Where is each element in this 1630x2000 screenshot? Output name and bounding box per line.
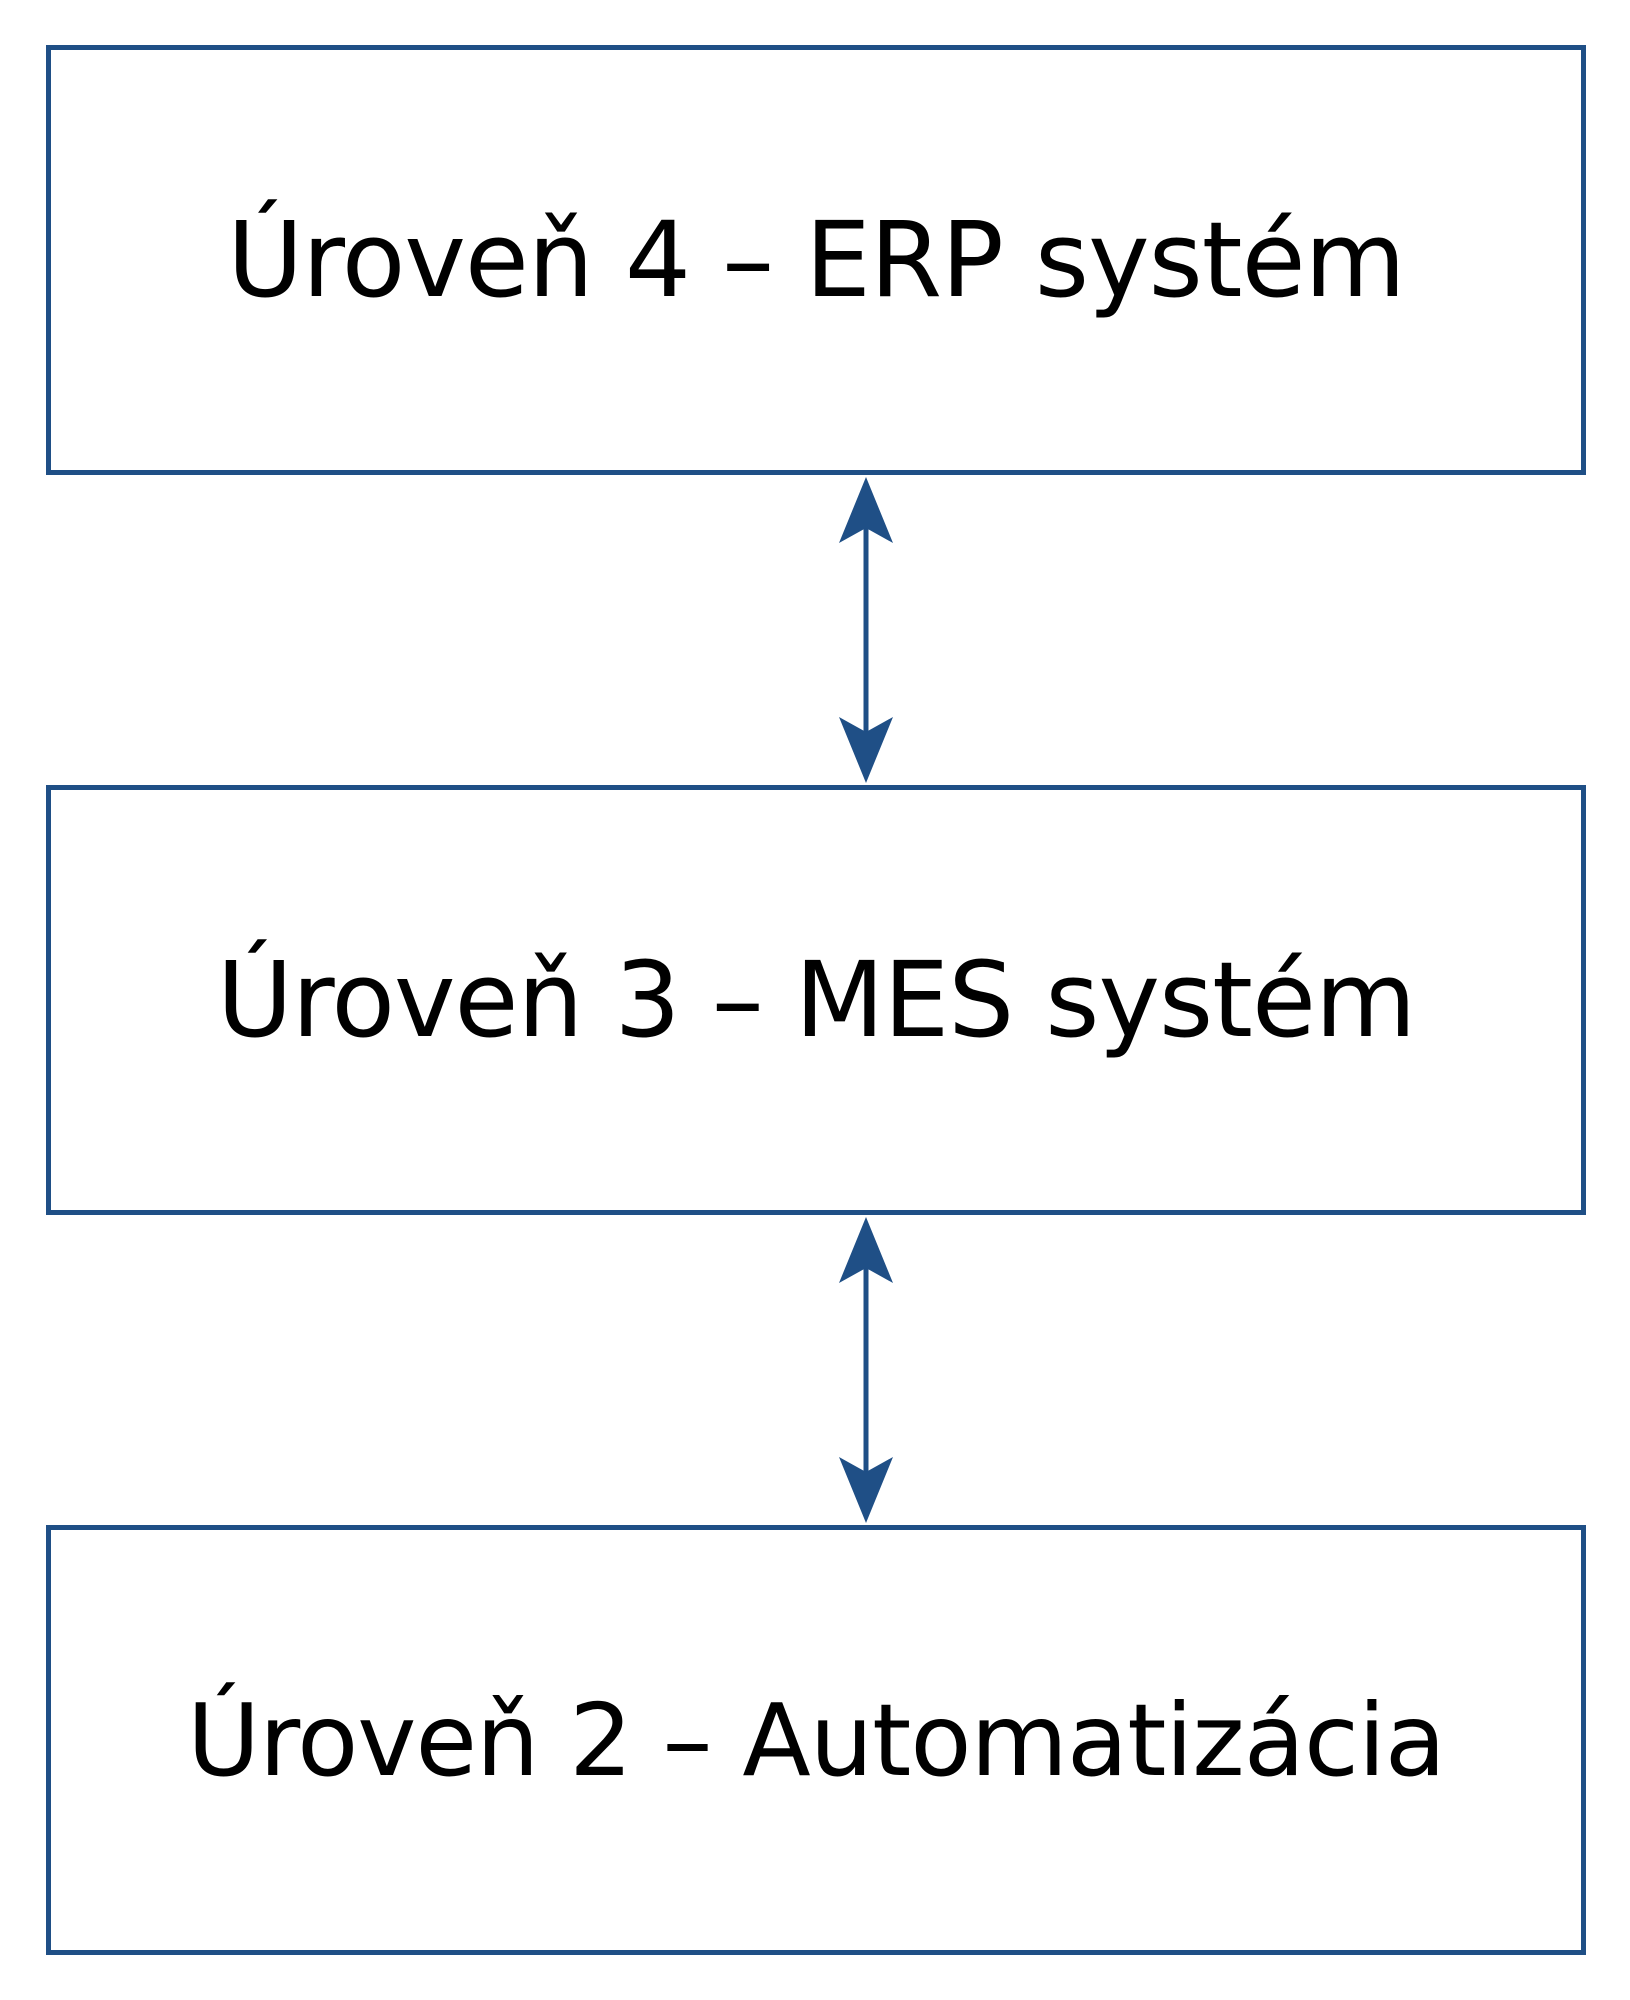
level-3-box: Úroveň 3 – MES systém [46,785,1586,1215]
level-4-box: Úroveň 4 – ERP systém [46,45,1586,475]
level-4-label: Úroveň 4 – ERP systém [227,199,1406,321]
arrow-head-down [839,717,893,783]
level-2-box: Úroveň 2 – Automatizácia [46,1525,1586,1955]
bidirectional-arrow-4-3 [839,477,893,783]
level-3-label: Úroveň 3 – MES systém [216,939,1417,1061]
arrow-head-up [839,477,893,543]
bidirectional-arrow-3-2 [839,1217,893,1523]
level-2-label: Úroveň 2 – Automatizácia [186,1681,1446,1799]
arrow-head-down [839,1457,893,1523]
arrow-head-up [839,1217,893,1283]
